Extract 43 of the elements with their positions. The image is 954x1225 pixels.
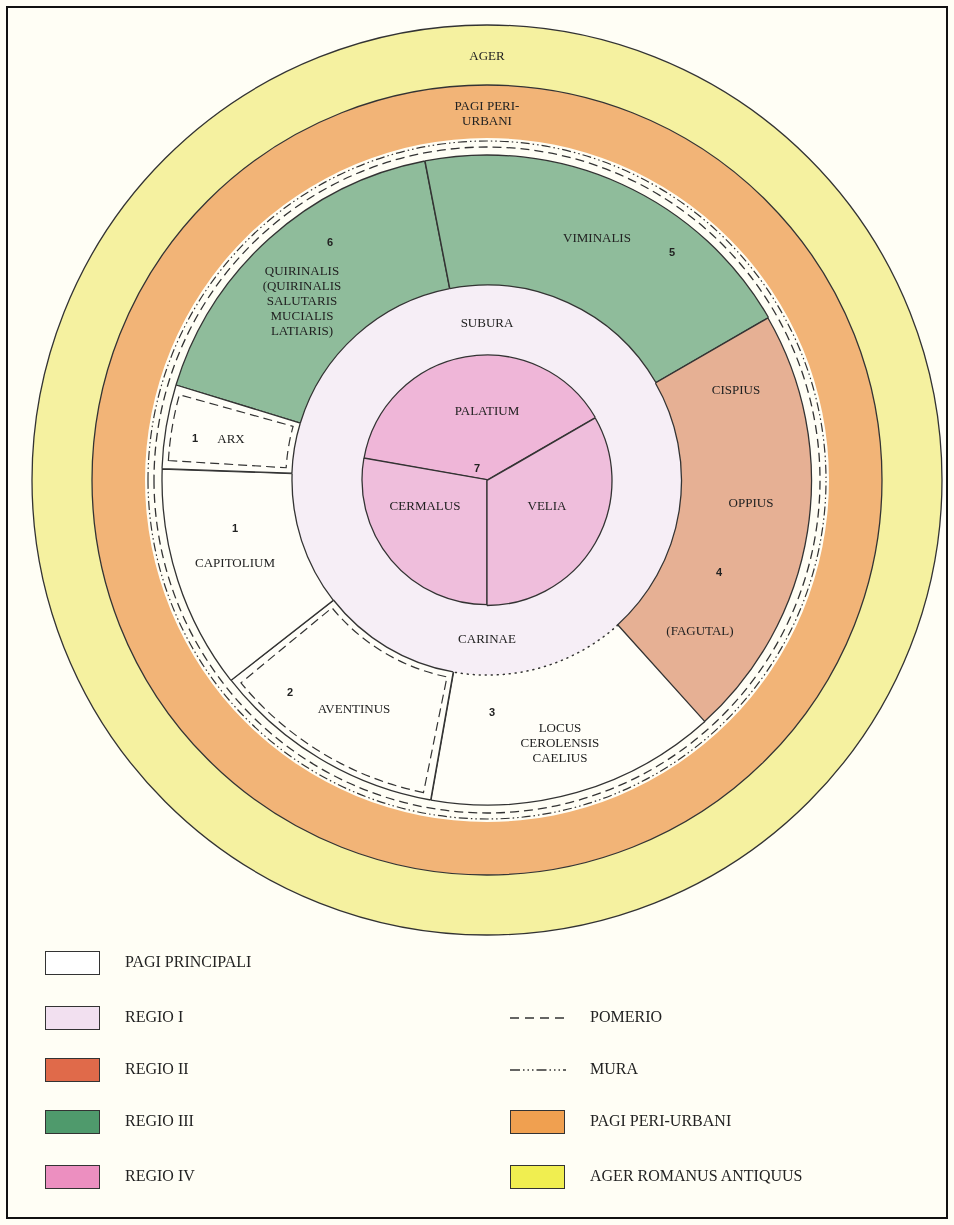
region-number: 3 [488, 704, 496, 720]
region-label: CARINAE [458, 630, 516, 646]
region-number: 1 [191, 430, 199, 446]
region-number: 7 [473, 460, 481, 476]
district-sector [161, 383, 302, 475]
region-label: PAGI PERI- URBANI [453, 98, 521, 128]
region-number: 6 [326, 234, 334, 250]
district-sector [616, 316, 813, 723]
region-label: OPPIUS [728, 494, 774, 510]
region-label: SUBURA [460, 314, 514, 330]
legend-label: REGIO II [125, 1060, 189, 1078]
region-label: ARX [217, 430, 245, 446]
district-sector [486, 416, 613, 606]
district-sector [229, 599, 455, 802]
region-number: 2 [286, 684, 294, 700]
district-sector [362, 354, 597, 481]
region-label: AVENTINUS [317, 700, 391, 716]
region-label: VIMINALIS [563, 229, 631, 245]
region-label: (FAGUTAL) [666, 622, 734, 638]
region-label: QUIRINALIS (QUIRINALIS SALUTARIS MUCIALIS LATIARIS) [261, 262, 343, 338]
legend-label: REGIO III [125, 1112, 194, 1130]
region-number: 4 [715, 564, 723, 580]
zone-ring [91, 84, 883, 876]
region-number: 1 [231, 520, 239, 536]
district-sector [424, 154, 770, 384]
region-label: VELIA [527, 497, 567, 513]
region-label: CERMALUS [389, 497, 461, 513]
region-number: 5 [668, 244, 676, 260]
region-label: CAPITOLIUM [195, 554, 275, 570]
legend-label: POMERIO [590, 1008, 662, 1026]
legend-label: REGIO I [125, 1008, 184, 1026]
legend-label: MURA [590, 1060, 638, 1078]
district-sector [175, 159, 451, 424]
region-label: PALATIUM [454, 402, 520, 418]
legend-label: PAGI PRINCIPALI [125, 953, 252, 971]
region-label: AGER [469, 47, 505, 63]
region-label: LOCUS CEROLENSIS CAELIUS [519, 719, 601, 765]
zone-ring [31, 24, 943, 936]
legend-label: REGIO IV [125, 1167, 195, 1185]
legend-label: PAGI PERI-URBANI [590, 1112, 732, 1130]
legend-label: AGER ROMANUS ANTIQUUS [590, 1167, 803, 1185]
region-label: CISPIUS [711, 381, 761, 397]
district-sector [361, 457, 488, 606]
